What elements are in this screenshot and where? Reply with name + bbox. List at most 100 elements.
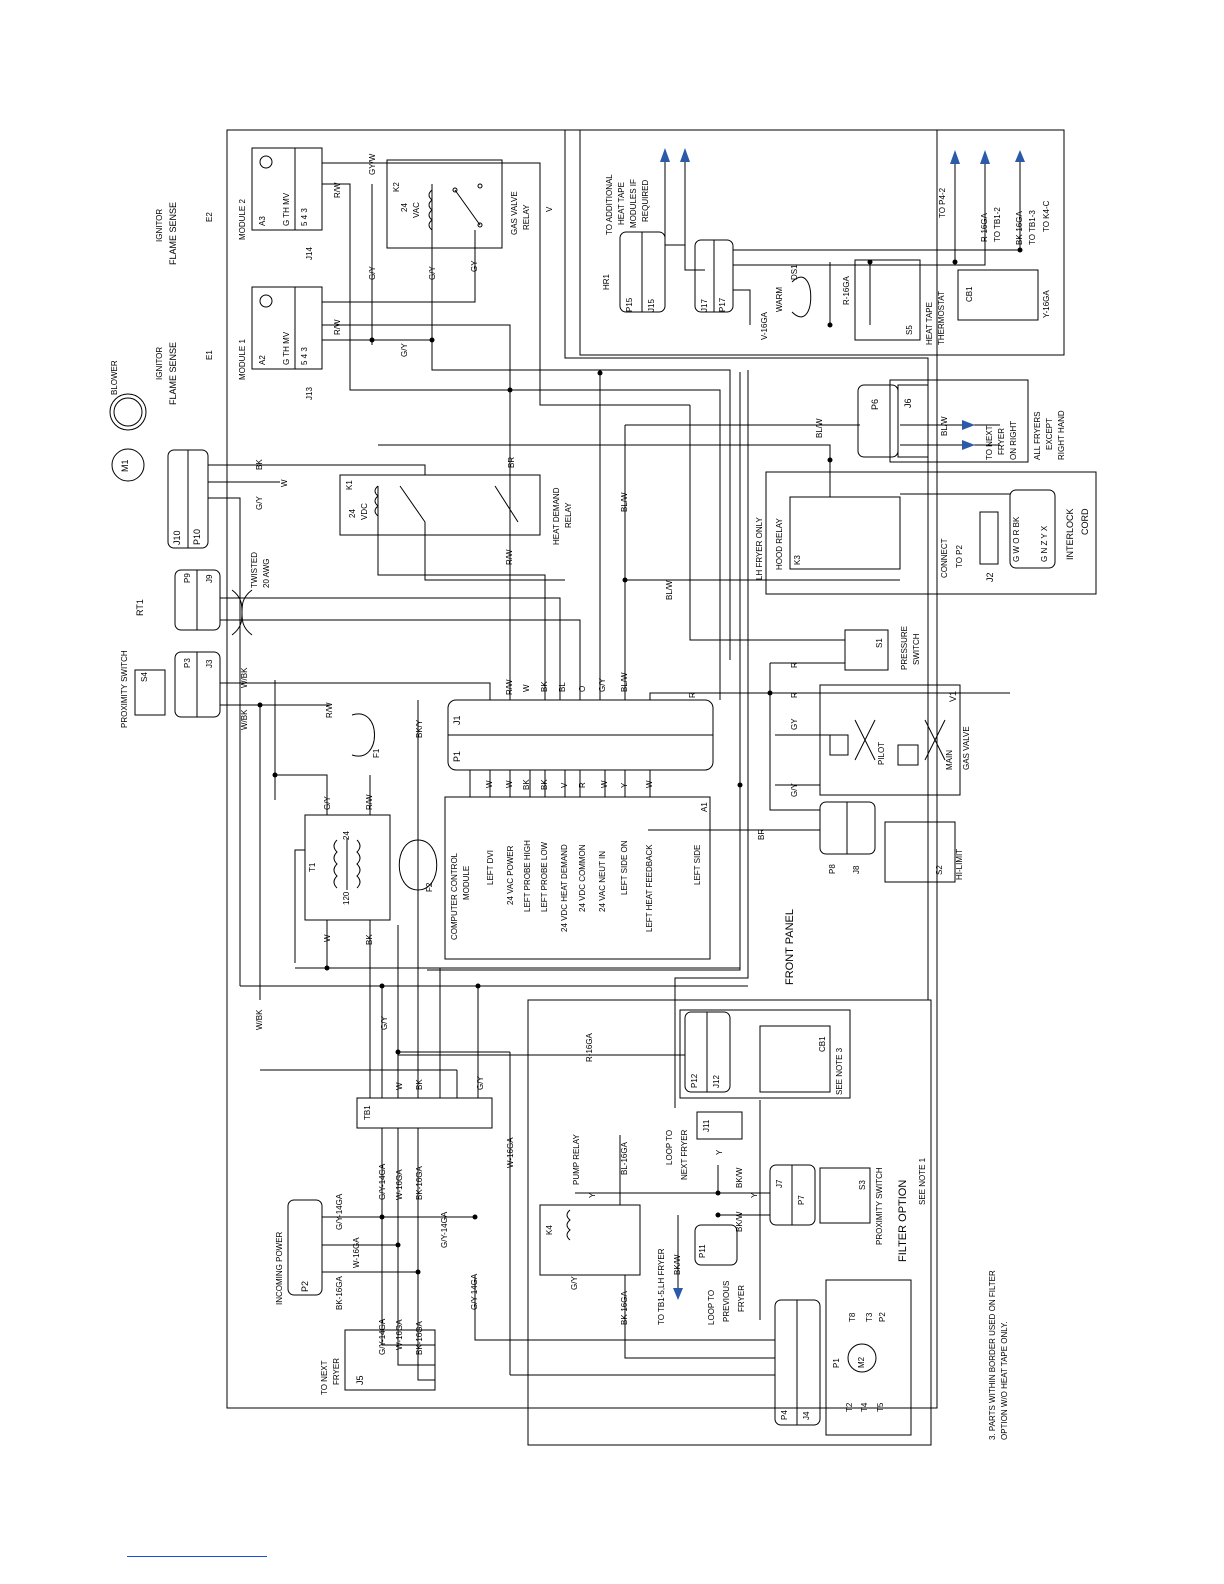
wire-r-a1: R xyxy=(578,782,587,788)
arrow-up-icon xyxy=(980,150,990,164)
p10-label: P10 xyxy=(192,528,202,545)
wire-gy-v1b: G/Y xyxy=(790,783,799,797)
p8-label: P8 xyxy=(828,864,837,874)
tb1-label: TB1 xyxy=(363,1105,372,1120)
connect-label: CONNECT xyxy=(940,538,949,578)
left-side-label: LEFT SIDE xyxy=(693,844,702,885)
wire-gy-b: G/Y xyxy=(428,266,437,280)
wire-w-a1d: W xyxy=(645,780,654,788)
arrow-down-icon xyxy=(673,1288,683,1300)
hood-relay-border xyxy=(766,472,1096,594)
heat-tape-label: HEAT TAPE xyxy=(617,182,626,225)
flame-sense-2-label: FLAME SENSE xyxy=(168,201,178,265)
to-k4c-label: TO K4-C xyxy=(1042,200,1051,232)
m1-label: M1 xyxy=(120,459,130,472)
t5-label: T5 xyxy=(876,1402,885,1412)
p2-label: P2 xyxy=(300,1280,310,1292)
v16ga-label: V-16GA xyxy=(760,311,769,340)
t4-label: T4 xyxy=(860,1402,869,1412)
twisted-pair-icon xyxy=(232,590,252,635)
module-2-pins-b: 5 4 3 xyxy=(300,208,309,226)
heat-demand-relay-label: HEAT DEMAND xyxy=(552,487,561,546)
to-next-fryer-label: TO NEXT xyxy=(985,425,994,460)
arrow-up-icon xyxy=(680,148,690,162)
r16ga-label: R-16GA xyxy=(842,276,851,305)
module-1-label: MODULE 1 xyxy=(238,339,247,380)
next-fryer-label: NEXT FRYER xyxy=(680,1129,689,1180)
wire-blw-lower: BL/W xyxy=(665,580,674,600)
gas-valve-relay-label: GAS VALVE xyxy=(510,191,519,235)
see-note-1: SEE NOTE 1 xyxy=(918,1157,927,1205)
wire-w-a1a: W xyxy=(485,780,494,788)
wire-r-s1: R xyxy=(790,662,799,668)
s4-label: S4 xyxy=(140,672,149,682)
to-next-fryer-2-label: TO NEXT xyxy=(320,1360,329,1395)
j9-label: J9 xyxy=(205,574,214,583)
wire-r-j1: R xyxy=(688,692,697,698)
ignitor-1-label: IGNITOR xyxy=(155,346,164,380)
proximity-switch-s3 xyxy=(820,1168,870,1223)
to-tb12-label: TO TB1-2 xyxy=(993,207,1002,242)
wire-y-a1: Y xyxy=(620,782,629,788)
fryer-3-label: FRYER xyxy=(737,1285,746,1312)
cord-label: CORD xyxy=(1080,508,1090,536)
hi-limit-s2 xyxy=(885,822,955,882)
terminal-block-tb1 xyxy=(357,1098,492,1128)
wire-w-tb1: W xyxy=(395,1082,404,1090)
vac-power-label: 24 VAC POWER xyxy=(506,845,515,905)
wire-bk-j1a: BK xyxy=(540,681,549,692)
k2-relay-box xyxy=(387,160,502,248)
k2-vac-24: 24 xyxy=(400,203,409,212)
see-note-3-label: SEE NOTE 3 xyxy=(835,1047,844,1095)
wire-w-blower: W xyxy=(280,479,289,487)
warm-light-ds1 xyxy=(792,277,811,317)
e2-label: E2 xyxy=(205,212,214,222)
m2-p2-label: P2 xyxy=(878,1312,887,1322)
pump-relay-k4 xyxy=(540,1205,640,1275)
wire-rw-mod1: R/W xyxy=(333,319,342,335)
m2-p1-label: P1 xyxy=(832,1358,841,1368)
r16ga-tb12-label: R-16GA xyxy=(980,213,989,242)
switch-label: SWITCH xyxy=(912,633,921,665)
blower-label: BLOWER xyxy=(110,360,119,395)
y16ga-label: Y-16GA xyxy=(1042,290,1051,318)
gas-valve-relay-label-2: RELAY xyxy=(522,204,531,230)
j11-connector xyxy=(697,1112,742,1139)
module-1-box xyxy=(252,287,322,369)
e1-label: E1 xyxy=(205,350,214,360)
fryer-label: FRYER xyxy=(997,428,1006,455)
wire-rw-mid: R/W xyxy=(505,549,514,565)
bk16ga-label: BK-16GA xyxy=(1015,211,1024,245)
p11-connector xyxy=(695,1225,737,1265)
j17-label: J17 xyxy=(700,299,709,312)
a2-label: A2 xyxy=(258,355,267,365)
t1-120: 120 xyxy=(342,891,351,905)
pump-relay-label: PUMP RELAY xyxy=(572,1134,581,1185)
wire-blw-p6: BL/W xyxy=(815,418,824,438)
wire-v: V xyxy=(545,206,554,212)
main-label: MAIN xyxy=(945,750,954,770)
s2-label: S2 xyxy=(935,865,944,875)
interlock-cord-plug xyxy=(1010,490,1055,568)
wire-br: BR xyxy=(507,456,516,468)
wire-bk-a1b: BK xyxy=(540,779,549,790)
t8-label: T8 xyxy=(848,1312,857,1322)
j6-connector xyxy=(898,385,928,457)
pump-motor-m2 xyxy=(848,1344,876,1372)
j3-label: J3 xyxy=(205,659,214,668)
heat-demand-vdc-label: 24 VDC HEAT DEMAND xyxy=(560,844,569,932)
fryer-2-label: FRYER xyxy=(332,1358,341,1385)
side-on-label: LEFT SIDE ON xyxy=(620,840,629,895)
wire-bk16-pump: BK-16GA xyxy=(620,1291,629,1325)
wire-gy-j1: G/Y xyxy=(598,678,607,692)
wire-rw-f1: R/W xyxy=(325,702,334,718)
modules-if-label: MODULES IF xyxy=(629,179,638,228)
j12-label: J12 xyxy=(712,1075,721,1088)
wire-bk-tb1: BK xyxy=(415,1079,424,1090)
wire-blw-j6: BL/W xyxy=(940,416,949,436)
ccm-label-2: MODULE xyxy=(462,865,471,900)
rt1-label: RT1 xyxy=(135,599,145,616)
module-2-pins: G TH MV xyxy=(282,192,291,226)
j5-connector xyxy=(345,1330,435,1390)
